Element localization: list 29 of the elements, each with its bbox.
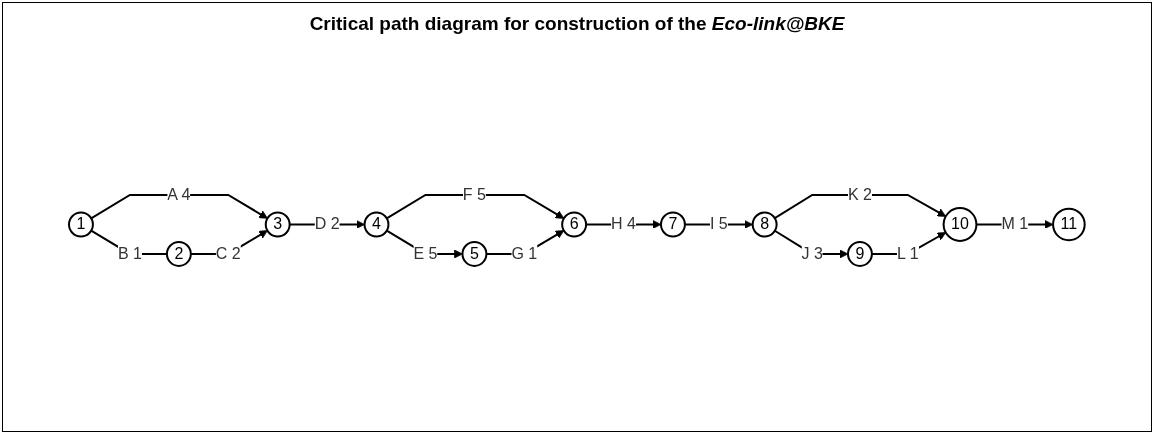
- edge-label: B 1: [118, 244, 143, 262]
- edge-label: A 4: [167, 185, 191, 203]
- diagram-title: Critical path diagram for construction of the Eco-link@BKE: [308, 13, 846, 35]
- edge-label: M 1: [1001, 214, 1029, 232]
- edge-label: F 5: [463, 185, 487, 203]
- node-circle: 6: [561, 211, 588, 237]
- node-circle: 3: [264, 211, 291, 237]
- arrow: [773, 193, 947, 219]
- node-circle: 5: [461, 240, 488, 267]
- arrow: [385, 193, 565, 219]
- node-circle: 4: [363, 211, 390, 237]
- edge-label: L 1: [897, 244, 919, 262]
- edge-label: E 5: [413, 244, 438, 262]
- edge-label: I 5: [710, 214, 728, 232]
- edge-label: K 2: [848, 185, 873, 203]
- edge-label: J 3: [801, 244, 824, 262]
- node-circle: 9: [847, 240, 874, 267]
- node-circle: 11: [1052, 207, 1086, 241]
- node-circle: 2: [166, 240, 192, 267]
- edge-label: G 1: [511, 244, 538, 262]
- arrow: [684, 219, 754, 229]
- edge-label: H 4: [611, 214, 637, 232]
- node-circle: 10: [942, 206, 978, 242]
- edge-label: C 2: [215, 244, 241, 262]
- node-circle: 7: [660, 211, 687, 237]
- node-circle: 1: [68, 211, 95, 237]
- edge-label: D 2: [314, 214, 340, 232]
- arrow: [90, 193, 268, 219]
- node-circle: 8: [751, 211, 778, 237]
